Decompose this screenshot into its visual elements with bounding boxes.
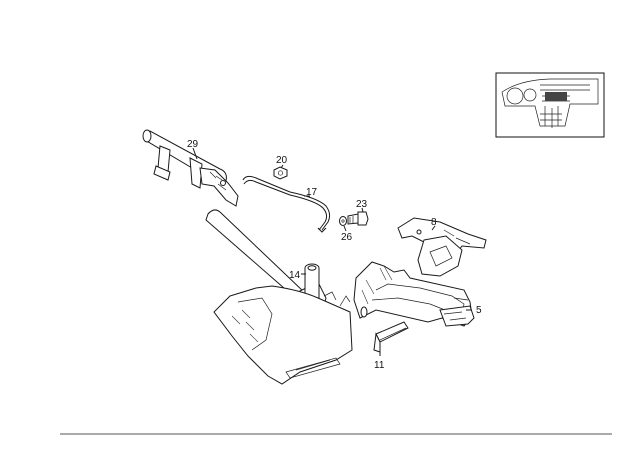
callout-11: 11 — [374, 360, 385, 371]
callout-26: 26 — [341, 232, 353, 243]
callout-8: 8 — [431, 217, 437, 228]
part-5-console-carrier — [353, 261, 475, 327]
part-26-washer — [339, 216, 347, 226]
leader-lines — [192, 147, 472, 356]
callout-29: 29 — [187, 139, 199, 150]
callout-14: 14 — [289, 270, 301, 281]
part-29-shift-rod — [142, 129, 239, 207]
callout-17: 17 — [306, 187, 318, 198]
part-23-bolt — [347, 211, 369, 226]
locator-thumbnail — [495, 72, 605, 138]
part-17-link-rod — [242, 175, 331, 233]
part-11-strip — [373, 321, 409, 353]
part-8-bracket — [397, 217, 487, 277]
callout-20: 20 — [276, 155, 288, 166]
callout-5: 5 — [476, 305, 482, 316]
housing-casting — [213, 285, 353, 385]
part-20-nut — [273, 166, 288, 180]
callout-23: 23 — [356, 199, 368, 210]
